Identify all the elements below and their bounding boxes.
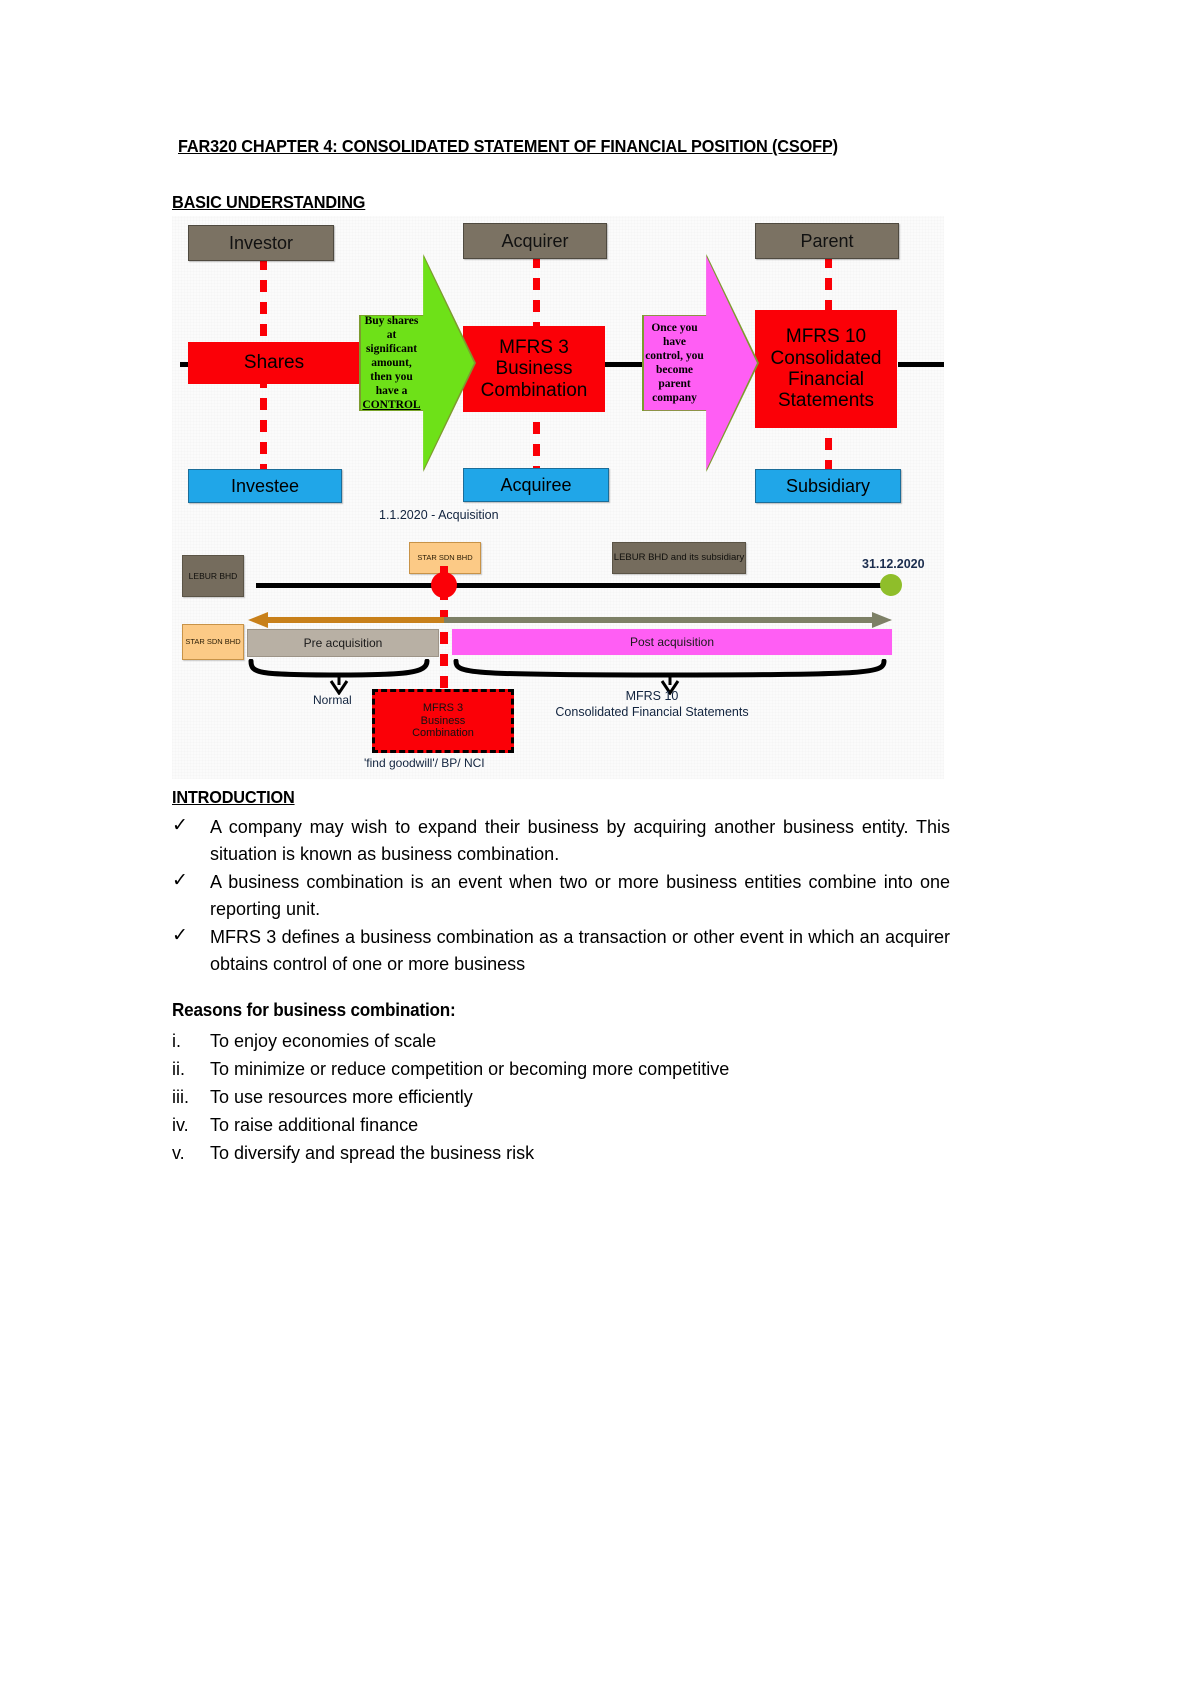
mfrs10-line-1: MFRS 10: [785, 326, 867, 348]
basic-understanding-diagram: Investor Acquirer Parent Shares MFRS 3 B…: [172, 216, 944, 779]
timeline-tag-lebur-bhd: LEBUR BHD: [182, 555, 244, 597]
dashed-connector-subsidiary: [825, 438, 832, 472]
mfrs10-line-4: Statements: [777, 390, 875, 412]
diagram-box-acquirer: Acquirer: [463, 223, 607, 259]
dashed-connector-parent: [825, 256, 832, 336]
timeline-mfrs3-box: MFRS 3 Business Combination: [372, 689, 514, 753]
pink-arrow-line-3: control, you: [645, 349, 704, 362]
section-heading-introduction: INTRODUCTION: [172, 787, 295, 807]
post-acquisition-caption: MFRS 10 Consolidated Financial Statement…: [507, 688, 797, 721]
pink-arrow-text: Once you have control, you become parent…: [645, 321, 757, 405]
pre-acquisition-bar: Pre acquisition: [247, 629, 439, 657]
diagram-box-investee: Investee: [188, 469, 342, 503]
timeline-tag-group-label: LEBUR BHD and its subsidiary: [613, 552, 745, 564]
diagram-box-shares-label: Shares: [243, 352, 305, 374]
timeline-end-date: 31.12.2020: [862, 557, 925, 571]
timeline-mfrs3-line-2: Business: [420, 714, 466, 727]
diagram-box-subsidiary: Subsidiary: [755, 469, 901, 503]
diagram-box-acquirer-label: Acquirer: [501, 230, 569, 251]
post-acquisition-bar: Post acquisition: [452, 629, 892, 655]
post-acquisition-bar-label: Post acquisition: [629, 635, 715, 649]
mfrs3-line-1: MFRS 3: [499, 337, 569, 359]
pink-arrow-line-1: Once you: [651, 321, 698, 334]
post-acquisition-brace: [453, 659, 887, 695]
dashed-connector-investor: [260, 258, 267, 368]
timeline-footer-caption: 'find goodwill'/ BP/ NCI: [364, 756, 485, 770]
timeline-dashed-divider: [440, 566, 448, 744]
green-arrow-line-2: at: [386, 328, 397, 341]
pink-arrow-line-5: parent: [658, 378, 691, 391]
mfrs3-line-3: Combination: [480, 379, 588, 401]
green-arrow-line-1: Buy shares: [364, 314, 419, 327]
post-acquisition-caption-line-1: MFRS 10: [625, 689, 679, 703]
green-arrow-text: Buy shares at significant amount, then y…: [362, 314, 474, 412]
reason-text: To diversify and spread the business ris…: [210, 1143, 535, 1163]
timeline-mfrs3-line-3: Combination: [412, 727, 474, 740]
timeline-tag-group: LEBUR BHD and its subsidiary: [612, 542, 746, 574]
timeline-tag-star-sdn-bhd-left-label: STAR SDN BHD: [185, 637, 241, 647]
pre-acquisition-bar-label: Pre acquisition: [303, 636, 383, 650]
timeline-tag-lebur-bhd-label: LEBUR BHD: [188, 570, 238, 581]
section-heading-basic-understanding: BASIC UNDERSTANDING: [172, 192, 366, 212]
reason-text: To minimize or reduce competition or bec…: [210, 1059, 730, 1079]
flow-baseline-3: [596, 362, 646, 367]
pre-acquisition-arrow: [248, 612, 446, 628]
mfrs3-line-2: Business: [495, 358, 573, 380]
diagram-box-shares: Shares: [188, 342, 360, 384]
checkmark-icon: ✓: [172, 870, 188, 891]
reason-text: To use resources more efficiently: [210, 1087, 473, 1107]
post-acquisition-arrow: [444, 612, 892, 628]
reason-text: To enjoy economies of scale: [210, 1031, 437, 1051]
intro-bullet-text: A business combination is an event when …: [210, 872, 950, 919]
checkmark-icon: ✓: [172, 925, 188, 946]
reasons-heading: Reasons for business combination:: [172, 1000, 456, 1020]
diagram-box-investee-label: Investee: [230, 475, 300, 496]
flow-baseline-5: [898, 362, 944, 367]
green-arrow-line-5: then you: [370, 371, 413, 383]
list-marker: ii.: [172, 1059, 185, 1079]
diagram-box-mfrs3: MFRS 3 Business Combination: [463, 326, 605, 412]
diagram-box-investor: Investor: [188, 225, 334, 261]
diagram-box-parent: Parent: [755, 223, 899, 259]
dashed-connector-acquiree: [533, 422, 540, 472]
pink-parent-arrow: Once you have control, you become parent…: [644, 256, 757, 470]
diagram-box-acquiree: Acquiree: [463, 468, 609, 502]
green-arrow-line-3: significant: [365, 342, 418, 355]
pink-arrow-line-2: have: [663, 335, 686, 348]
acquisition-date-label: 1.1.2020 - Acquisition: [379, 508, 499, 522]
diagram-box-mfrs10: MFRS 10 Consolidated Financial Statement…: [755, 310, 897, 428]
diagram-box-parent-label: Parent: [800, 230, 854, 251]
reason-text: To raise additional finance: [210, 1115, 419, 1135]
list-marker: i.: [172, 1031, 181, 1051]
pre-acquisition-brace: [248, 659, 430, 695]
diagram-box-acquiree-label: Acquiree: [500, 474, 572, 495]
timeline-tag-star-sdn-bhd-left: STAR SDN BHD: [182, 624, 244, 660]
mfrs10-line-3: Financial: [787, 369, 865, 390]
dashed-connector-acquirer: [533, 256, 540, 358]
diagram-box-subsidiary-label: Subsidiary: [785, 475, 871, 496]
post-acquisition-caption-line-2: Consolidated Financial Statements: [555, 705, 749, 720]
timeline-axis: [256, 583, 888, 588]
list-marker: iii.: [172, 1087, 189, 1107]
pink-arrow-line-4: become: [655, 364, 694, 376]
page-title: FAR320 CHAPTER 4: CONSOLIDATED STATEMENT…: [178, 136, 838, 156]
diagram-box-investor-label: Investor: [228, 232, 294, 253]
green-arrow-line-7-control: CONTROL: [362, 399, 421, 412]
green-arrow-line-4: amount,: [371, 356, 412, 369]
intro-bullet-text: MFRS 3 defines a business combination as…: [210, 927, 950, 974]
pre-acquisition-caption: Normal: [313, 693, 352, 707]
green-control-arrow: Buy shares at significant amount, then y…: [361, 256, 474, 470]
timeline-tag-star-sdn-bhd-marker-label: STAR SDN BHD: [417, 553, 473, 563]
list-marker: iv.: [172, 1115, 189, 1135]
dashed-connector-investee: [260, 376, 267, 472]
timeline-end-point: [880, 574, 902, 596]
checkmark-icon: ✓: [172, 815, 188, 836]
list-marker: v.: [172, 1143, 185, 1163]
green-arrow-line-6: have a: [375, 385, 408, 398]
pink-arrow-line-6: company: [652, 392, 697, 405]
timeline-mfrs3-line-1: MFRS 3: [422, 701, 464, 714]
mfrs10-line-2: Consolidated: [770, 347, 882, 369]
intro-bullet-text: A company may wish to expand their busin…: [210, 817, 950, 864]
